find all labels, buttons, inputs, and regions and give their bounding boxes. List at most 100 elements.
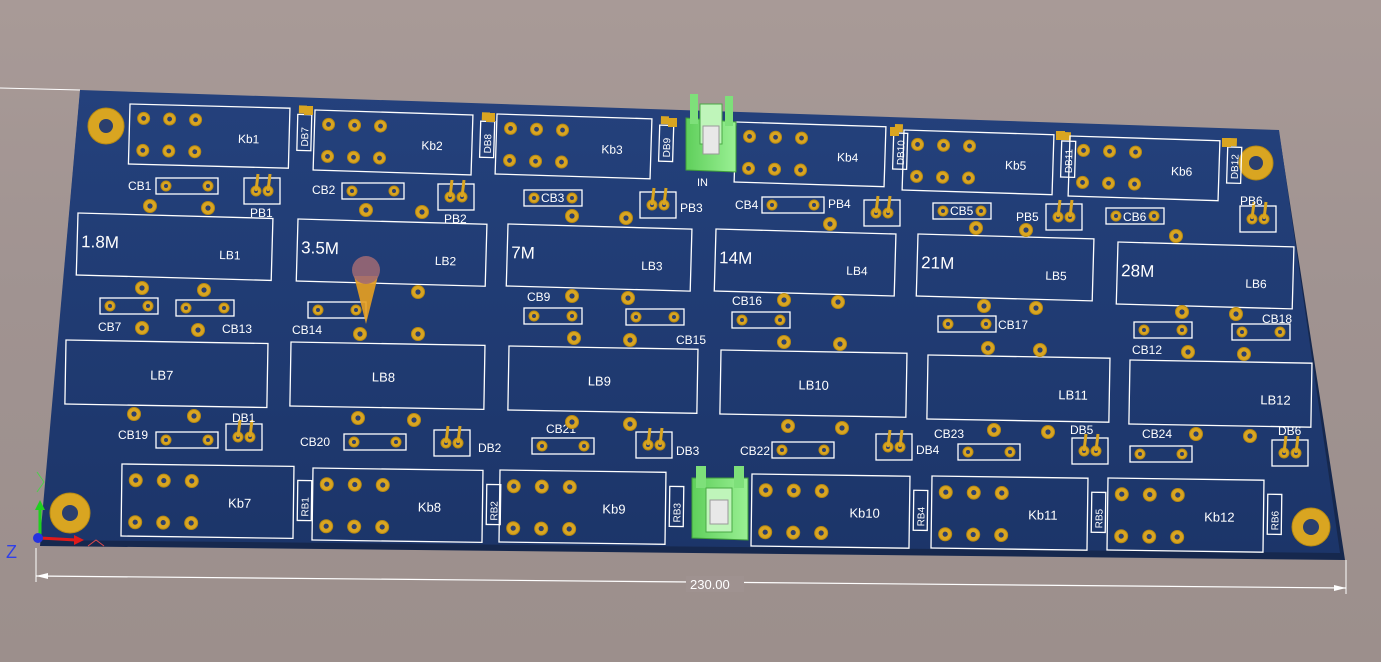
via-pad [833,337,847,351]
diode-bottom[interactable]: DB5 [1070,423,1109,465]
z-axis-label: Z [6,542,17,562]
diode-top-label: DB7 [300,127,312,147]
capacitor[interactable]: CB13 [175,299,252,336]
header-pin[interactable]: PB5 [1016,199,1083,231]
capacitor-label: CB12 [1132,343,1162,357]
input-connector-top[interactable] [685,94,737,173]
capacitor-label: CB4 [735,198,759,212]
diode-bottom[interactable]: DB1 [225,411,263,451]
via-pad [831,295,845,309]
via-pad [411,327,425,341]
diode-bottom[interactable]: DB3 [635,427,700,459]
capacitor[interactable]: CB5 [932,202,992,220]
capacitor[interactable]: CB17 [937,315,1028,333]
inductor-bottom-1[interactable]: LB7 [64,339,269,409]
capacitor[interactable]: CB12 [1132,321,1193,357]
via-pad [1169,229,1183,243]
inductor-bottom-label: LB9 [588,373,611,388]
capacitor[interactable]: CB4 [735,196,825,214]
header-pin[interactable]: PB3 [639,187,703,219]
header-pin[interactable]: PB2 [437,179,475,226]
capacitor[interactable]: CB22 [740,441,835,459]
capacitor[interactable]: CB14 [292,301,367,337]
relay-bottom-label: Kb12 [1204,509,1235,524]
relay-bottom-1[interactable]: Kb7 RB1 [120,463,313,540]
via-pad [977,299,991,313]
capacitor[interactable]: CB6 [1105,207,1165,225]
diode-bottom-label: DB6 [1278,424,1302,438]
capacitor[interactable]: CB16 [731,294,791,329]
capacitor[interactable]: CB18 [1231,312,1292,341]
capacitor-label: CB15 [676,333,706,347]
capacitor[interactable]: CB2 [312,182,405,200]
via-pad [987,423,1001,437]
inductor-label: LB2 [435,254,457,269]
diode-bottom[interactable]: DB6 [1271,424,1309,467]
capacitor-label: CB24 [1142,427,1172,441]
relay-top-label: Kb5 [1005,158,1027,173]
via-pad [1181,345,1195,359]
capacitor[interactable]: CB1 [128,177,219,195]
inductor-bottom-4[interactable]: LB10 [719,349,908,418]
output-connector-bottom[interactable] [691,466,749,541]
capacitor-label: CB6 [1123,210,1147,224]
diode-bottom[interactable]: DB4 [875,429,940,461]
header-pin-label: PB2 [444,212,467,226]
via-pad [623,333,637,347]
inductor-bottom-2[interactable]: LB8 [289,341,486,411]
capacitor[interactable]: CB23 [934,427,1021,461]
diode-top-label: DB10 [896,140,908,166]
via-pad [191,323,205,337]
capacitor[interactable]: CB7 [98,297,159,334]
via-pad [201,201,215,215]
inductor-bottom-5[interactable]: LB11 [926,354,1111,423]
capacitor[interactable]: CB20 [300,433,407,451]
capacitor[interactable]: CB3 [523,189,583,207]
inductor-bottom-label: LB7 [150,367,173,382]
via-pad [1033,343,1047,357]
capacitor-label: CB9 [527,290,551,304]
capacitor-label: CB7 [98,320,122,334]
capacitor[interactable]: CB24 [1129,427,1193,463]
header-pin[interactable]: PB4 [828,195,901,227]
relay-bottom-label: Kb7 [228,495,251,510]
resistor-label: RB1 [300,497,311,517]
header-pin[interactable]: PB1 [243,173,281,220]
via-pad [411,285,425,299]
via-pad [143,199,157,213]
capacitor[interactable]: CB15 [625,308,706,347]
resistor-label: RB3 [672,503,683,523]
inductor-bottom-6[interactable]: LB12 [1128,359,1313,428]
inductor-bottom-3[interactable]: LB9 [507,345,699,414]
header-pin[interactable]: PB6 [1239,194,1277,233]
capacitor[interactable]: CB19 [118,428,219,449]
diode-bottom[interactable]: DB2 [433,425,502,457]
capacitor-label: CB23 [934,427,964,441]
via-pad [619,211,633,225]
test-pad [486,113,495,122]
diode-bottom-label: DB2 [478,441,502,455]
capacitor[interactable]: CB9 [523,290,583,325]
probe-marker [352,256,380,324]
capacitor-label: CB13 [222,322,252,336]
via-pad [197,283,211,297]
relay-top-label: Kb2 [421,138,443,153]
